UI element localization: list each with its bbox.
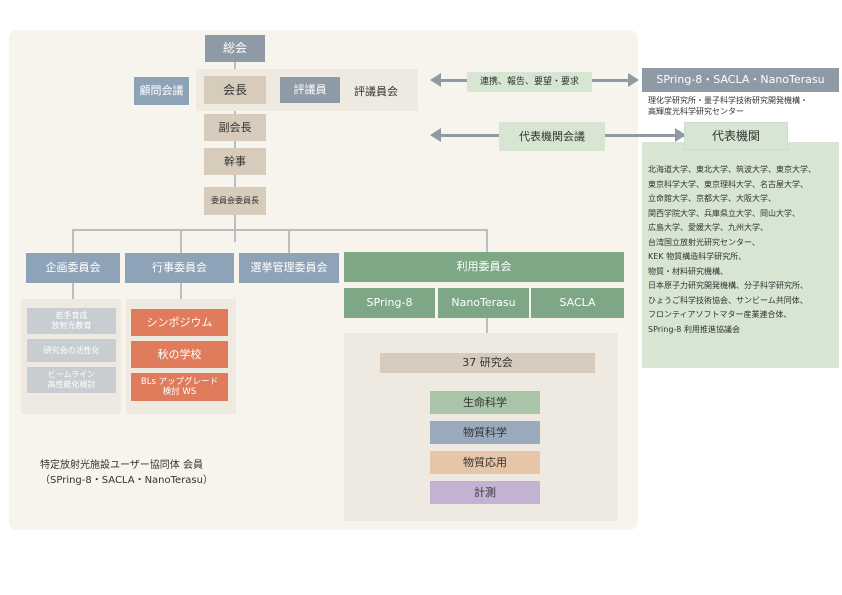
advisory-council-box: 顧問会議 [134, 77, 189, 105]
planning-item: ビームライン 高性能化検討 [27, 367, 116, 393]
event-item: 秋の学校 [131, 341, 228, 368]
general-meeting-box: 総会 [205, 35, 265, 62]
material-application-box: 物質応用 [430, 451, 540, 474]
institution-list: 北海道大学、東北大学、筑波大学、東京大学、 東京科学大学、東京理科大学、名古屋大… [648, 165, 816, 335]
planning-item: 若手育成 放射光教育 [27, 308, 116, 334]
president-box: 会長 [204, 76, 266, 104]
event-item: BLs アップグレード 検討 WS [131, 373, 228, 401]
council-label: 評議員会 [354, 85, 398, 98]
election-committee-box: 選挙管理委員会 [239, 253, 339, 283]
measurement-box: 計測 [430, 481, 540, 504]
usage-committee-box: 利用委員会 [344, 252, 624, 282]
facility-spring8-box: SPring-8 [344, 288, 435, 318]
facility-operators-desc: 理化学研究所・量子科学技術研究開発機構・ 高輝度光科学研究センター [648, 96, 808, 116]
committee-chair-box: 委員会委員長 [204, 187, 266, 215]
arrow-right-icon [628, 73, 639, 87]
life-science-box: 生命科学 [430, 391, 540, 414]
event-item: シンポジウム [131, 309, 228, 336]
secretary-box: 幹事 [204, 148, 266, 175]
arrow-left-icon [430, 128, 441, 142]
facility-operators-box: SPring-8・SACLA・NanoTerasu [642, 68, 839, 92]
institution-list-panel [642, 142, 839, 368]
material-science-box: 物質科学 [430, 421, 540, 444]
research-groups-box: 37 研究会 [380, 353, 595, 373]
rep-institutions-box: 代表機関 [684, 122, 788, 150]
rep-meeting-box: 代表機関会議 [499, 122, 605, 151]
vice-president-box: 副会長 [204, 114, 266, 141]
events-committee-box: 行事委員会 [125, 253, 234, 283]
facility-nanoterasu-box: NanoTerasu [438, 288, 529, 318]
arrow-right-icon [675, 128, 686, 142]
footer-note: 特定放射光施設ユーザー協同体 会員 （SPring-8・SACLA・NanoTe… [40, 460, 213, 486]
planning-committee-box: 企画委員会 [26, 253, 120, 283]
facility-sacla-box: SACLA [531, 288, 624, 318]
planning-item: 研究会の活性化 [27, 339, 116, 362]
councilor-box: 評議員 [280, 77, 340, 103]
arrow-left-icon [430, 73, 441, 87]
liaison-label: 連携、報告、要望・要求 [467, 72, 592, 92]
